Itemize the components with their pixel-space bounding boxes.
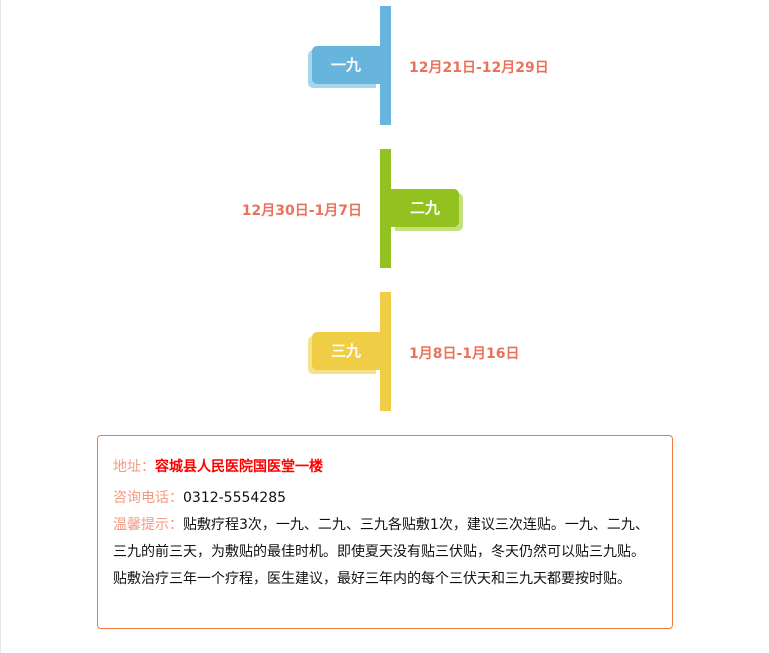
info-box: 地址：容城县人民医院国医堂一楼 咨询电话：0312-5554285 温馨提示：贴…	[97, 435, 673, 629]
dates-er-jiu: 12月30日-1月7日	[241, 203, 362, 219]
tag-san-jiu: 三九	[312, 332, 380, 370]
address-label: 地址：	[113, 459, 155, 475]
dates-yi-jiu: 12月21日-12月29日	[409, 60, 549, 76]
address-line: 地址：容城县人民医院国医堂一楼	[113, 454, 657, 481]
tip-line: 温馨提示：贴敷疗程3次，一九、二九、三九各贴敷1次，建议三次连贴。一九、二九、三…	[113, 512, 657, 593]
tag-er-jiu: 二九	[391, 189, 459, 227]
phone-label: 咨询电话：	[113, 490, 183, 506]
tip-text: 贴敷疗程3次，一九、二九、三九各贴敷1次，建议三次连贴。一九、二九、三九的前三天…	[113, 517, 649, 587]
timeline-bar-3	[380, 292, 391, 411]
address-value: 容城县人民医院国医堂一楼	[155, 459, 323, 475]
timeline-bar-1	[380, 6, 391, 125]
tip-label: 温馨提示：	[113, 517, 183, 533]
phone-value: 0312-5554285	[183, 490, 287, 506]
phone-line: 咨询电话：0312-5554285	[113, 485, 657, 512]
timeline-bar-2	[380, 149, 391, 268]
tag-yi-jiu: 一九	[312, 46, 380, 84]
dates-san-jiu: 1月8日-1月16日	[409, 346, 520, 362]
